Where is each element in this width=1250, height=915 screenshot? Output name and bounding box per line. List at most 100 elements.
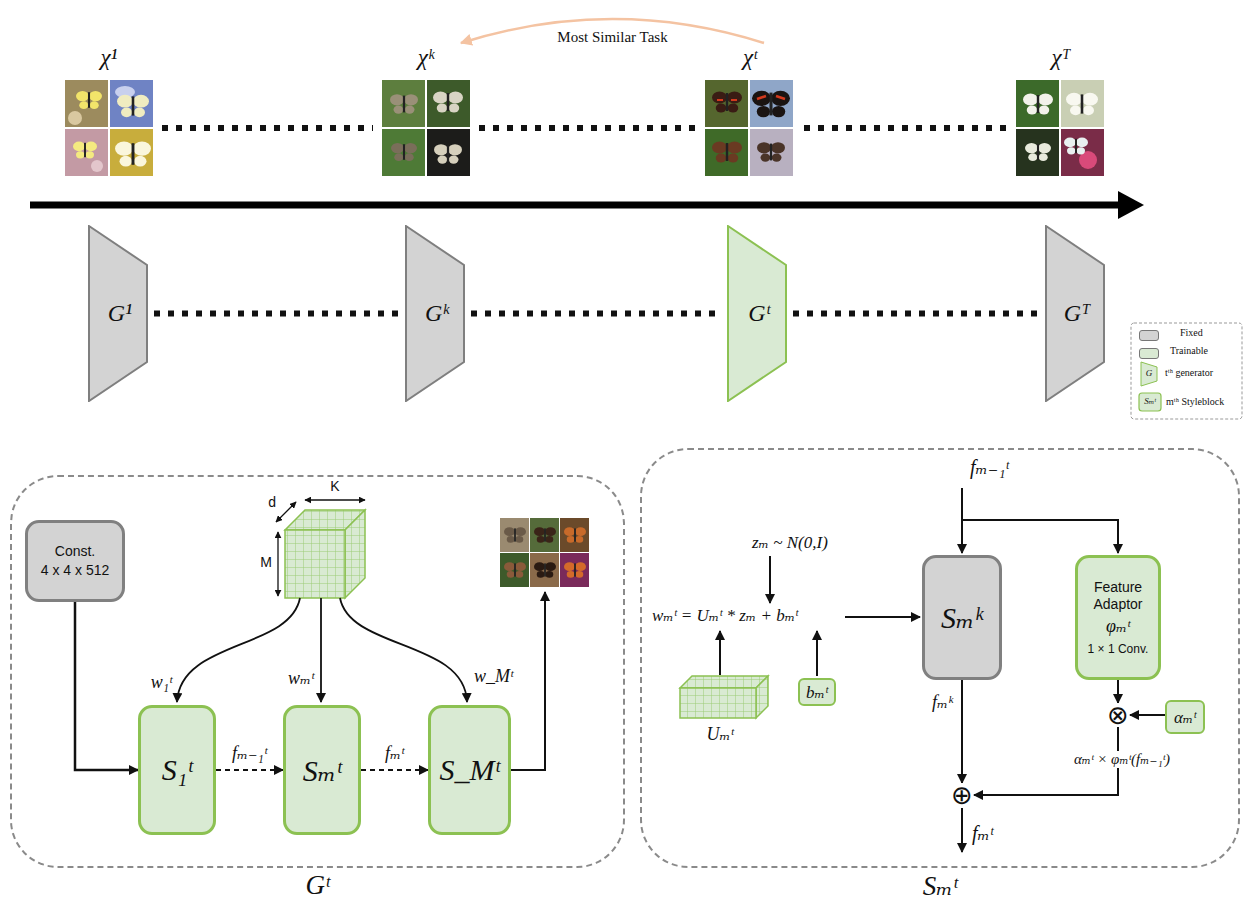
output-images bbox=[534, 527, 556, 542]
style-vector-arrow bbox=[177, 598, 300, 702]
style-block: S₁ᵗ bbox=[138, 705, 216, 835]
task-images bbox=[427, 129, 470, 176]
bias-param: bₘᵗ bbox=[798, 678, 836, 706]
node-text: Sₘᵗ bbox=[642, 870, 1238, 902]
feature-label: fₘ₋₁ᵗ bbox=[970, 456, 1009, 479]
dimension-label: d bbox=[268, 494, 276, 510]
style-vector-label: w_Mᵗ bbox=[474, 666, 513, 687]
node-text: χᵏ bbox=[418, 45, 435, 71]
task-images bbox=[73, 142, 97, 159]
task-images bbox=[117, 95, 149, 117]
style-vector-label: w₁ᵗ bbox=[151, 672, 172, 693]
output-images bbox=[504, 527, 526, 542]
task-images bbox=[65, 80, 108, 127]
feature-label: fₘᵗ bbox=[972, 822, 993, 845]
timeline-arrow bbox=[30, 202, 1122, 209]
node-text: bₘᵗ bbox=[806, 682, 828, 703]
generator-fixed: Gᵏ bbox=[405, 225, 465, 402]
output-images bbox=[560, 553, 589, 587]
node-text: Sₘᵏ bbox=[941, 600, 983, 635]
node-text: χᵗ bbox=[743, 45, 757, 71]
legend-swatch bbox=[1139, 330, 1159, 341]
noise-projection bbox=[680, 688, 756, 718]
task-images bbox=[757, 96, 785, 99]
dimension-arrow bbox=[276, 502, 296, 522]
task-images bbox=[1025, 143, 1051, 161]
latent-tensor bbox=[285, 530, 345, 598]
legend-text: Fixed bbox=[1180, 327, 1203, 339]
equation: wₘᵗ = Uₘᵗ * zₘ + bₘᵗ bbox=[652, 606, 798, 626]
task-images bbox=[68, 111, 82, 125]
output-images bbox=[500, 518, 589, 587]
node-text: Gᵗ bbox=[744, 300, 769, 327]
output-images bbox=[530, 553, 559, 587]
task-images bbox=[110, 129, 153, 176]
connector bbox=[154, 311, 399, 317]
style-vector-arrow bbox=[320, 598, 322, 702]
style-vector-arrow bbox=[177, 598, 467, 702]
node-text: ⊕ bbox=[951, 783, 973, 807]
output-images bbox=[564, 527, 586, 542]
generator-fixed: Gᵀ bbox=[1045, 225, 1105, 402]
node-text: αₘᵗ bbox=[1174, 707, 1196, 728]
task-images bbox=[391, 143, 417, 161]
style-block: S_Mᵗ bbox=[428, 705, 511, 835]
connector bbox=[361, 769, 428, 771]
edge-label: Most Similar Task bbox=[555, 29, 669, 46]
node-text: G¹ bbox=[104, 300, 133, 327]
connector bbox=[216, 769, 283, 771]
connector bbox=[75, 602, 138, 770]
task-images bbox=[382, 80, 470, 176]
node-text: S₁ᵗ bbox=[162, 753, 192, 787]
task-images bbox=[1066, 93, 1098, 115]
task-images bbox=[390, 94, 418, 114]
signal-arrow bbox=[720, 488, 1118, 852]
legend-box bbox=[1139, 393, 1161, 411]
edge-label: αₘᵗ × φₘᵗ(fₘ₋₁ᵗ) bbox=[1072, 751, 1172, 768]
node-text: χᵀ bbox=[1051, 45, 1070, 71]
style-vector-label: wₘᵗ bbox=[288, 668, 314, 689]
noise-label: zₘ ~ N(0,I) bbox=[752, 533, 828, 553]
task-images bbox=[65, 80, 153, 176]
matrix-label: Uₘᵗ bbox=[706, 724, 733, 745]
signal-arrow bbox=[962, 520, 1118, 553]
edge-label: fₘ₋₁ᵗ bbox=[230, 743, 269, 764]
output-images bbox=[500, 518, 529, 552]
trapezoid-outline bbox=[1046, 226, 1104, 401]
node-text: 4 x 4 x 512 bbox=[41, 561, 110, 580]
task-images bbox=[712, 142, 742, 163]
generator-panel: GᵗConst.4 x 4 x 512S₁ᵗSₘᵗS_Mᵗ bbox=[10, 475, 625, 868]
image-group: χ¹ bbox=[62, 45, 156, 179]
signal-arrow bbox=[769, 556, 771, 603]
legend-box bbox=[1131, 323, 1242, 419]
scale-param: αₘᵗ bbox=[1165, 700, 1205, 734]
node-text: χ¹ bbox=[100, 45, 117, 71]
image-group: χᵀ bbox=[1013, 45, 1109, 179]
node-text: Gᵏ bbox=[421, 300, 449, 327]
generator-fixed: G¹ bbox=[88, 225, 148, 402]
constant-input: Const.4 x 4 x 512 bbox=[25, 520, 125, 602]
connector bbox=[162, 125, 373, 131]
task-images bbox=[1061, 129, 1104, 176]
task-images bbox=[705, 80, 748, 127]
task-images bbox=[750, 129, 793, 176]
output-images bbox=[504, 562, 526, 577]
connector bbox=[1117, 680, 1119, 703]
noise-projection bbox=[756, 676, 768, 718]
task-images bbox=[434, 144, 462, 164]
node-text: 1 × 1 Conv. bbox=[1088, 642, 1149, 656]
signal-arrow bbox=[961, 808, 963, 852]
dimension-arrow bbox=[305, 499, 365, 500]
output-images bbox=[534, 562, 556, 577]
task-images bbox=[752, 91, 790, 118]
connector bbox=[471, 311, 721, 317]
task-images bbox=[382, 80, 425, 127]
output-images bbox=[564, 562, 586, 577]
styleblock-panel: SₘᵗSₘᵏFeature Adaptorφₘᵗ1 × 1 Conv.bₘᵗαₘ… bbox=[640, 448, 1240, 868]
output-images bbox=[530, 518, 559, 552]
output-images bbox=[500, 553, 529, 587]
task-images bbox=[757, 142, 785, 162]
task-images bbox=[65, 129, 108, 176]
